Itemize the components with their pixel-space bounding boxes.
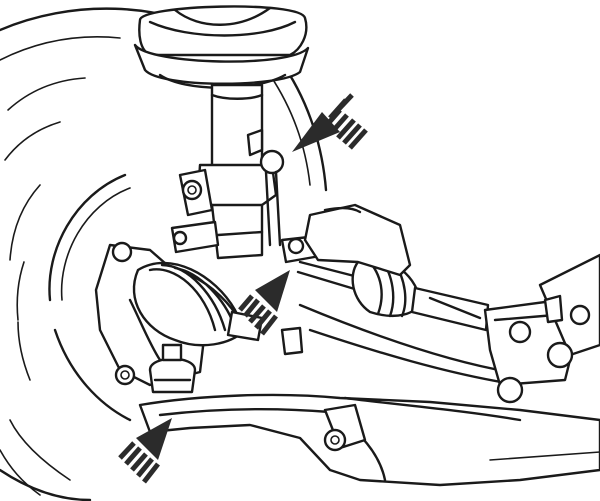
steering-rack [483, 253, 600, 387]
lower-ball-joint [148, 343, 197, 394]
callout-arrow-icon [292, 93, 368, 152]
lower-control-arm [138, 376, 600, 487]
subframe [298, 203, 522, 387]
callout-arrow-icon [118, 418, 172, 484]
callout-arrow-icon [238, 270, 290, 336]
strut [170, 83, 278, 260]
coil-spring [133, 5, 310, 89]
